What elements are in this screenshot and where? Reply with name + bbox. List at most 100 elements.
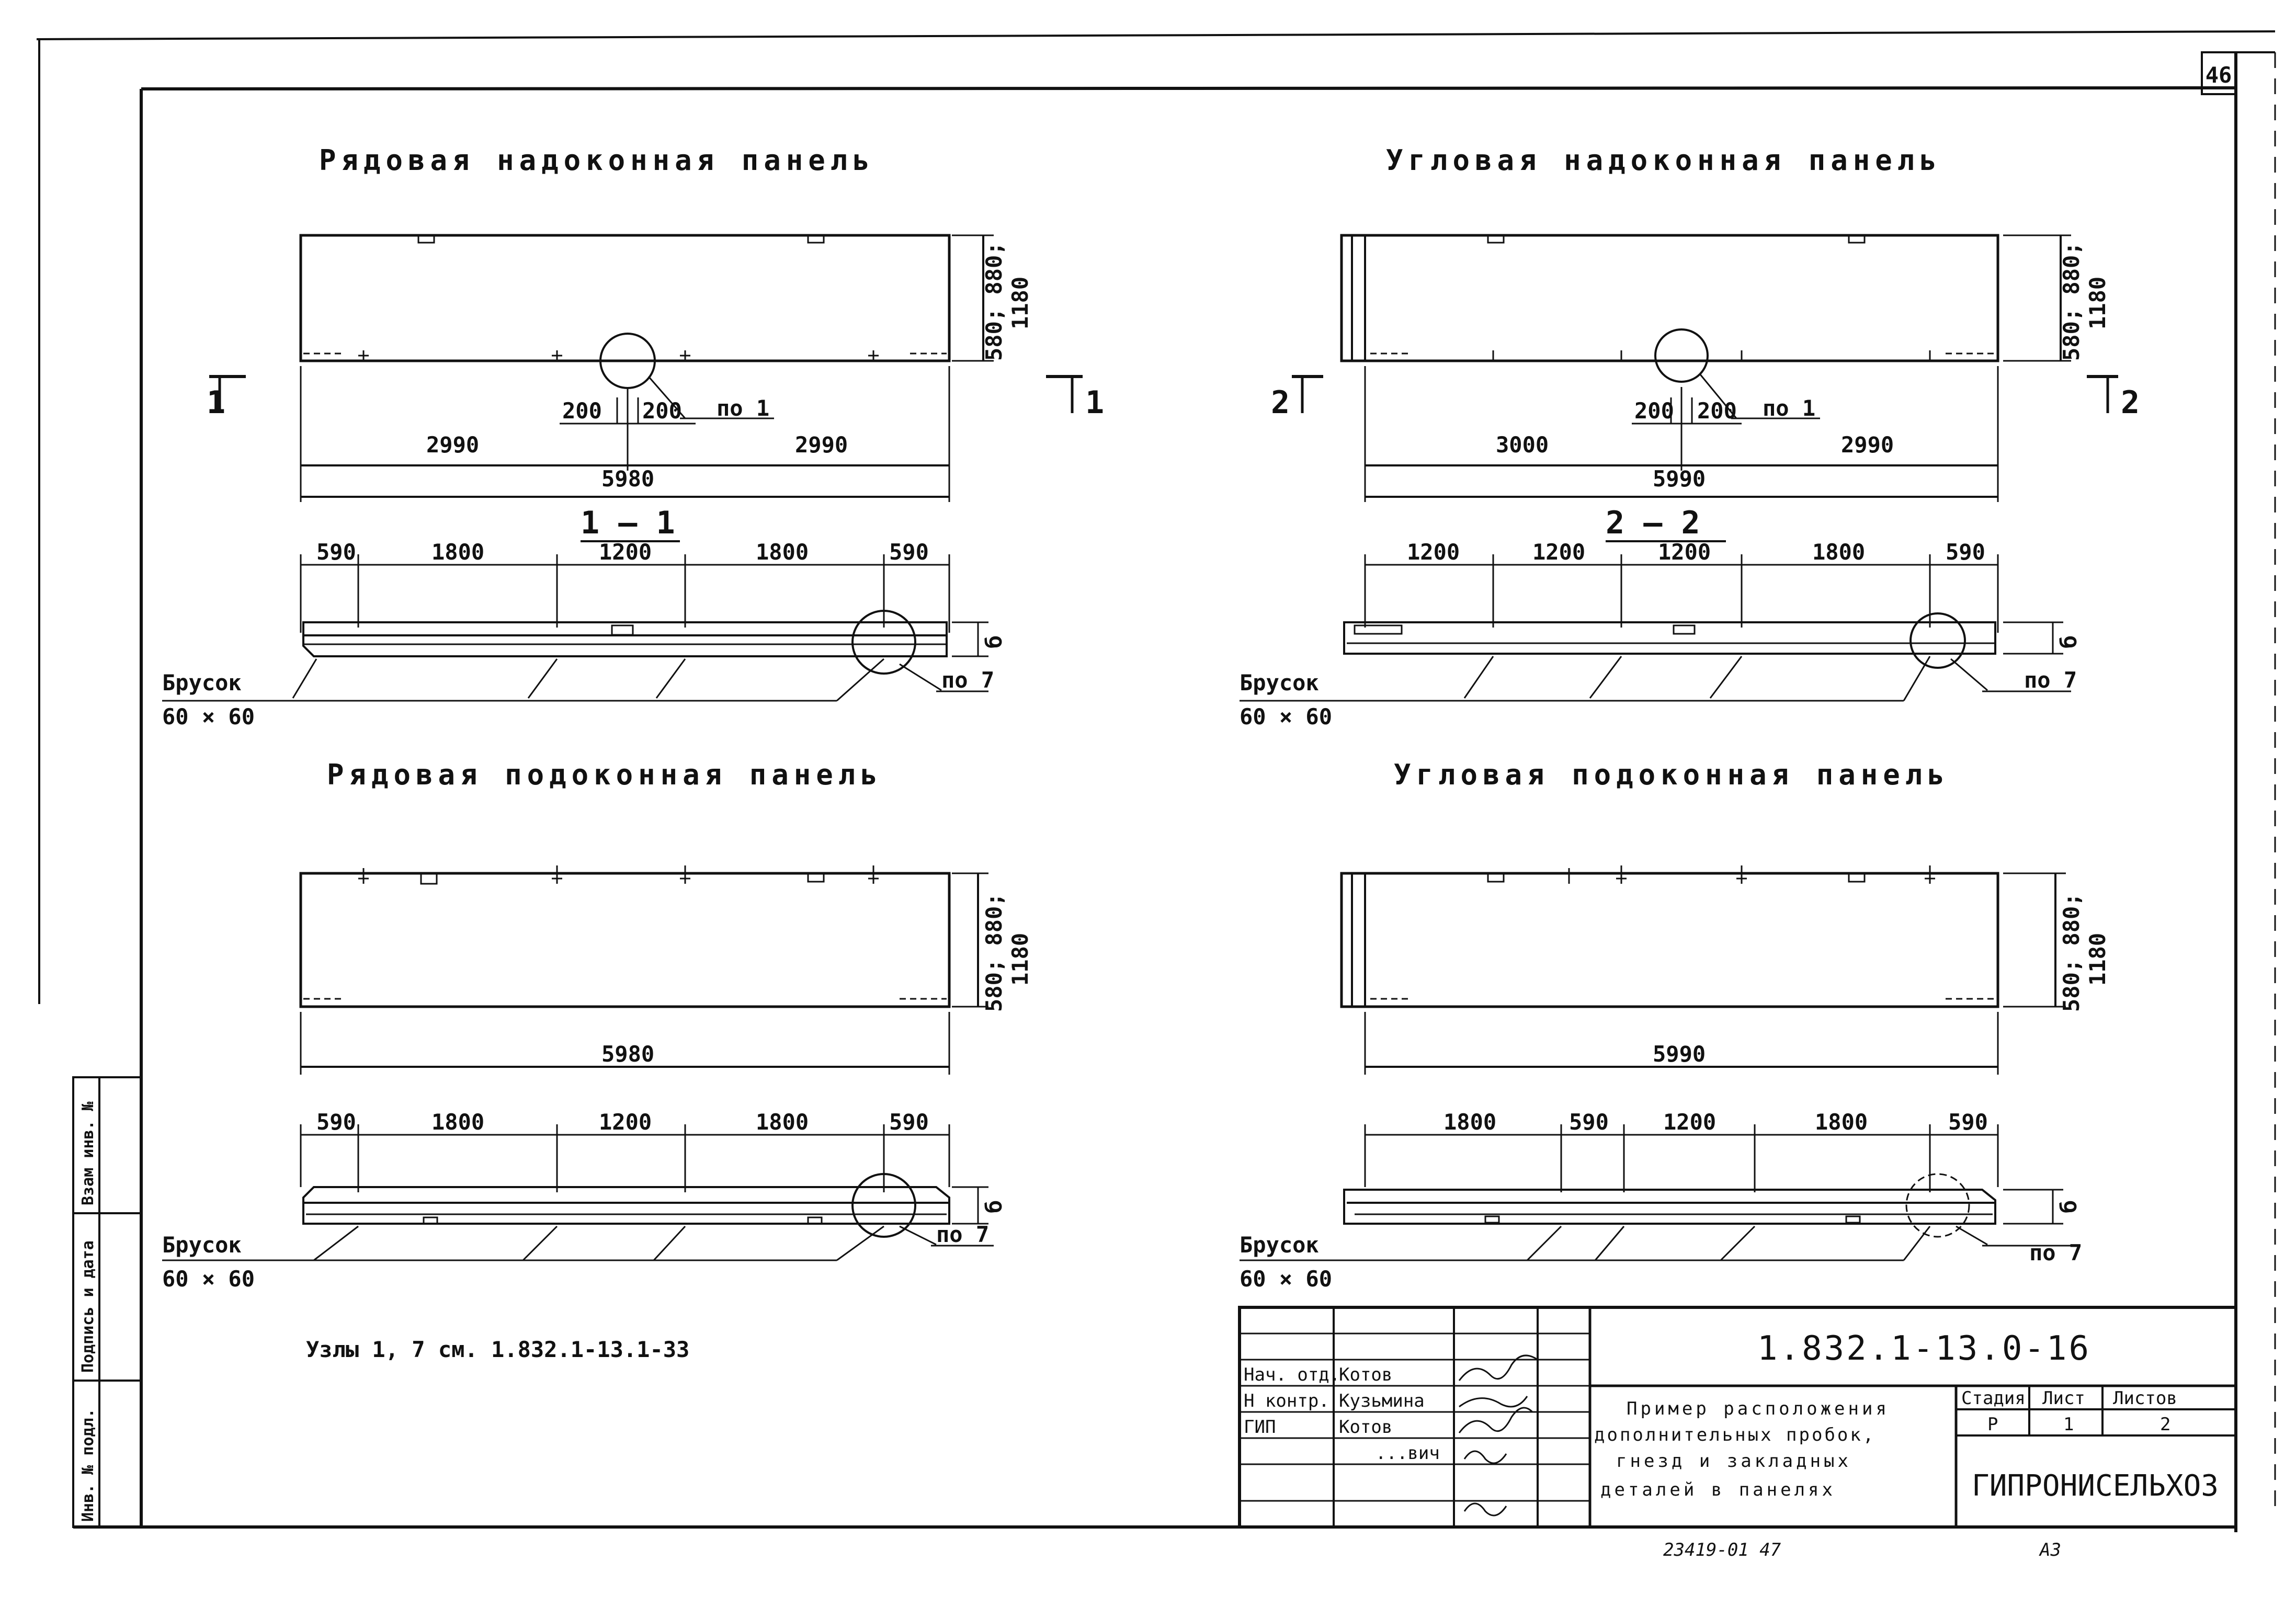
total-length: 5990 <box>1653 1041 1706 1067</box>
detail-ref: по 1 <box>1763 395 1815 421</box>
half-left: 3000 <box>1496 432 1549 458</box>
panel-elevation <box>1340 872 1999 1008</box>
organization: ГИПРОНИСЕЛЬХОЗ <box>1972 1469 2219 1503</box>
description-line-3: гнезд и закладных <box>1616 1451 1851 1472</box>
description-line-4: деталей в панелях <box>1600 1479 1836 1500</box>
role-norm-control: Н контр. <box>1244 1391 1329 1411</box>
node-ref: по 7 <box>2029 1240 2082 1266</box>
section-dim-1: 590 <box>316 539 356 565</box>
total-length: 5990 <box>1653 466 1706 492</box>
name-norm-control: Кузьмина <box>1339 1391 1425 1411</box>
panel-corner-above-window: Угловая надоконная панель 580; 880; 1180 <box>1240 144 2140 730</box>
bar-size: 60 × 60 <box>162 1266 255 1292</box>
section-view <box>1240 1124 2071 1261</box>
cut-right: 2 <box>2121 384 2140 421</box>
paper-format: А3 <box>2039 1540 2061 1560</box>
cut-left: 1 <box>207 384 225 421</box>
thickness-label: б <box>2056 1200 2082 1213</box>
cut-left: 2 <box>1271 384 1290 421</box>
half-right: 2990 <box>795 432 848 458</box>
side-stamp-signature: Подпись и дата <box>79 1240 97 1373</box>
section-dim-4: 1800 <box>1812 539 1865 565</box>
sheet-number-box: 46 <box>2201 51 2237 95</box>
name-chief-engineer: Котов <box>1339 1417 1392 1438</box>
node-ref: по 7 <box>941 667 994 693</box>
title-block-signatures <box>1458 1354 1538 1517</box>
sheets-value: 2 <box>2160 1414 2170 1435</box>
bar-size: 60 × 60 <box>162 704 255 730</box>
description-line-1: Пример расположения <box>1627 1398 1890 1419</box>
offset-right: 200 <box>1697 398 1737 424</box>
section-dim-4: 1800 <box>756 539 809 565</box>
section-dim-5: 590 <box>889 1109 929 1135</box>
height-label: 580; 880; <box>981 242 1007 361</box>
offset-right: 200 <box>642 398 682 424</box>
panel-title: Угловая надоконная панель <box>1386 144 1942 177</box>
section-dim-2: 1800 <box>431 1109 484 1135</box>
panel-title: Рядовая надоконная панель <box>319 144 875 177</box>
section-dim-1: 1200 <box>1407 539 1460 565</box>
section-dim-2: 1200 <box>1532 539 1585 565</box>
section-dim-4: 1800 <box>1815 1109 1868 1135</box>
inventory-number: 23419-01 47 <box>1663 1540 1781 1560</box>
thickness-label: б <box>2056 635 2082 648</box>
height-label-2: 1180 <box>2085 933 2110 986</box>
title-block <box>1238 1306 2237 1529</box>
thickness-label: б <box>981 635 1007 648</box>
section-view <box>1240 554 2071 702</box>
panel-title: Угловая подоконная панель <box>1394 758 1950 791</box>
panel-row-above-window: Рядовая надоконная панель 580; 880; 1 <box>162 144 1104 730</box>
bar-size: 60 × 60 <box>1240 1266 1332 1292</box>
section-view <box>162 554 988 702</box>
section-dim-3: 1200 <box>599 539 652 565</box>
sheet-value: 1 <box>2063 1414 2074 1435</box>
document-code: 1.832.1-13.0-16 <box>1757 1329 2091 1368</box>
height-label-2: 1180 <box>2085 277 2110 329</box>
bar-label: Брусок <box>1240 670 1319 696</box>
height-label-2: 1180 <box>1007 933 1033 986</box>
sheet-number: 46 <box>2206 62 2232 88</box>
panel-title: Рядовая подоконная панель <box>327 758 883 791</box>
role-head: Нач. отд. <box>1244 1364 1340 1385</box>
sheets-header: Листов <box>2113 1388 2177 1409</box>
stage-header: Стадия <box>1961 1388 2026 1409</box>
nodes-note: Узлы 1, 7 см. 1.832.1-13.1-33 <box>306 1337 689 1362</box>
section-dim-3: 1200 <box>1663 1109 1716 1135</box>
side-stamp: Инв. № подл. Подпись и дата Взам инв. № <box>72 1076 142 1528</box>
height-label-2: 1180 <box>1007 277 1033 329</box>
sheet-header: Лист <box>2042 1388 2085 1409</box>
name-4: ...вич <box>1376 1443 1440 1464</box>
height-label: 580; 880; <box>2059 893 2084 1012</box>
side-stamp-replaced: Взам инв. № <box>79 1101 97 1205</box>
bar-label: Брусок <box>162 1232 242 1258</box>
section-view <box>162 1124 994 1261</box>
section-title: 1 – 1 <box>581 505 675 541</box>
section-dim-5: 590 <box>1948 1109 1988 1135</box>
section-dim-4: 1800 <box>756 1109 809 1135</box>
section-dim-1: 590 <box>316 1109 356 1135</box>
bar-label: Брусок <box>162 670 242 696</box>
bar-size: 60 × 60 <box>1240 704 1332 730</box>
section-dim-3: 1200 <box>599 1109 652 1135</box>
section-dim-2: 1800 <box>431 539 484 565</box>
description-line-2: дополнительных пробок, <box>1594 1424 1876 1445</box>
section-dim-2: 590 <box>1569 1109 1609 1135</box>
panel-elevation <box>299 872 951 1008</box>
total-length: 5980 <box>601 1041 654 1067</box>
offset-left: 200 <box>1634 398 1674 424</box>
name-head: Котов <box>1339 1364 1392 1385</box>
role-chief-engineer: ГИП <box>1244 1417 1276 1438</box>
bar-label: Брусок <box>1240 1232 1319 1258</box>
side-stamp-inventory: Инв. № подл. <box>79 1408 97 1522</box>
half-right: 2990 <box>1841 432 1894 458</box>
panel-row-under-window: Рядовая подоконная панель 580; 880; 1180… <box>162 758 1033 1292</box>
height-label: 580; 880; <box>2059 242 2084 361</box>
total-length: 5980 <box>601 466 654 492</box>
section-dim-5: 590 <box>889 539 929 565</box>
section-dim-3: 1200 <box>1658 539 1711 565</box>
node-ref: по 7 <box>936 1222 989 1247</box>
half-left: 2990 <box>426 432 479 458</box>
cut-right: 1 <box>1085 384 1104 421</box>
thickness-label: б <box>981 1200 1007 1213</box>
